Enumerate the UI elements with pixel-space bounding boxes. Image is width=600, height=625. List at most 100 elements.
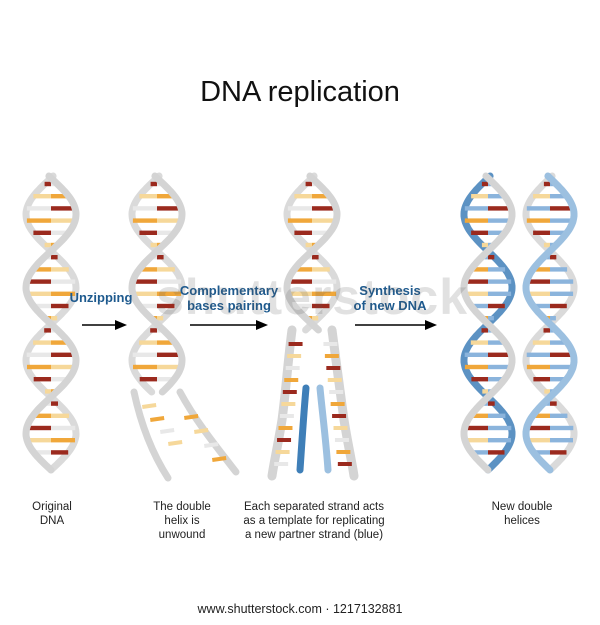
base-left [44,328,51,333]
base-right [488,206,512,211]
base-right [157,218,182,223]
template-base-left [285,366,300,370]
base-left [33,377,51,382]
base-left [26,218,51,223]
arrow-pairing [190,320,268,330]
base-left [482,389,488,394]
base-left [33,230,51,235]
base-right [550,303,567,309]
base-right [157,194,175,199]
base-left [464,364,488,370]
base-right [488,291,512,296]
base-left [526,291,550,296]
base-right [51,377,69,382]
base-right [488,340,506,345]
free-base [194,428,209,434]
base-left [294,303,312,309]
base-left [526,206,550,211]
template-base-left [279,414,294,418]
base-left [543,328,550,333]
base-right [51,267,69,272]
base-right [550,352,574,357]
base-right [488,303,505,309]
template-base-left [288,342,303,346]
base-left [294,194,312,199]
base-right [312,316,319,321]
base-right [488,401,495,406]
base-left [33,340,51,345]
base-left [26,425,51,431]
base-right [550,230,567,235]
new-strand-right [316,384,332,474]
base-left [533,450,550,455]
template-base-left [284,378,299,382]
template-base-right [332,414,347,418]
base-right [51,340,69,345]
base-left [481,328,488,333]
base-right [488,413,506,418]
base-right [550,291,574,296]
base-right [157,255,164,260]
base-left [33,194,51,199]
base-right [157,316,164,321]
base-right [312,255,319,260]
base-left [32,413,51,418]
base-right [550,194,567,199]
base-left [464,425,488,431]
base-right [550,316,556,321]
base-right [488,279,512,284]
base-left [26,291,51,296]
helix-original-dna [22,172,80,474]
base-right [488,364,512,370]
base-right [550,255,557,260]
base-right [312,279,337,284]
base-left [543,242,550,248]
template-base-right [337,462,352,466]
base-left [481,181,488,187]
template-base-right [324,354,339,358]
base-right [488,194,505,199]
backbone-strand-front [460,172,516,474]
base-right [550,438,573,443]
base-left [132,206,157,211]
caption-helix-unwound: The double helix is unwound [153,501,211,541]
base-left [287,218,312,223]
arrow-synthesis [355,320,437,330]
base-left [471,377,488,382]
base-left [139,230,157,235]
arrow-head [256,320,268,330]
base-left [132,218,157,223]
template-base-left [282,390,297,394]
base-right [51,303,69,309]
base-right [51,401,58,406]
helix-new-2 [522,172,578,474]
base-right [550,413,568,418]
base-right [51,194,69,199]
base-left [470,267,488,272]
unwound-strands [130,388,240,482]
backbone-strand-front [283,172,341,334]
arrow-head [115,320,127,330]
base-right [157,279,182,284]
base-right [157,303,175,309]
footer-bar [0,588,600,620]
caption-template-strands: Each separated strand acts as a template… [243,501,385,541]
template-base-left [274,462,289,466]
base-right [51,291,76,296]
base-left [533,230,550,235]
free-base [211,456,227,462]
base-left [287,206,312,211]
base-left [544,389,550,394]
free-base [142,403,157,409]
base-left [526,364,550,370]
free-base [150,416,165,422]
base-left [294,267,312,272]
base-right [312,291,337,296]
base-left [133,364,157,370]
base-left [45,389,51,394]
step-label-unzipping: Unzipping [69,290,133,305]
base-left [471,194,488,199]
base-left [464,291,488,296]
base-right [488,377,505,382]
